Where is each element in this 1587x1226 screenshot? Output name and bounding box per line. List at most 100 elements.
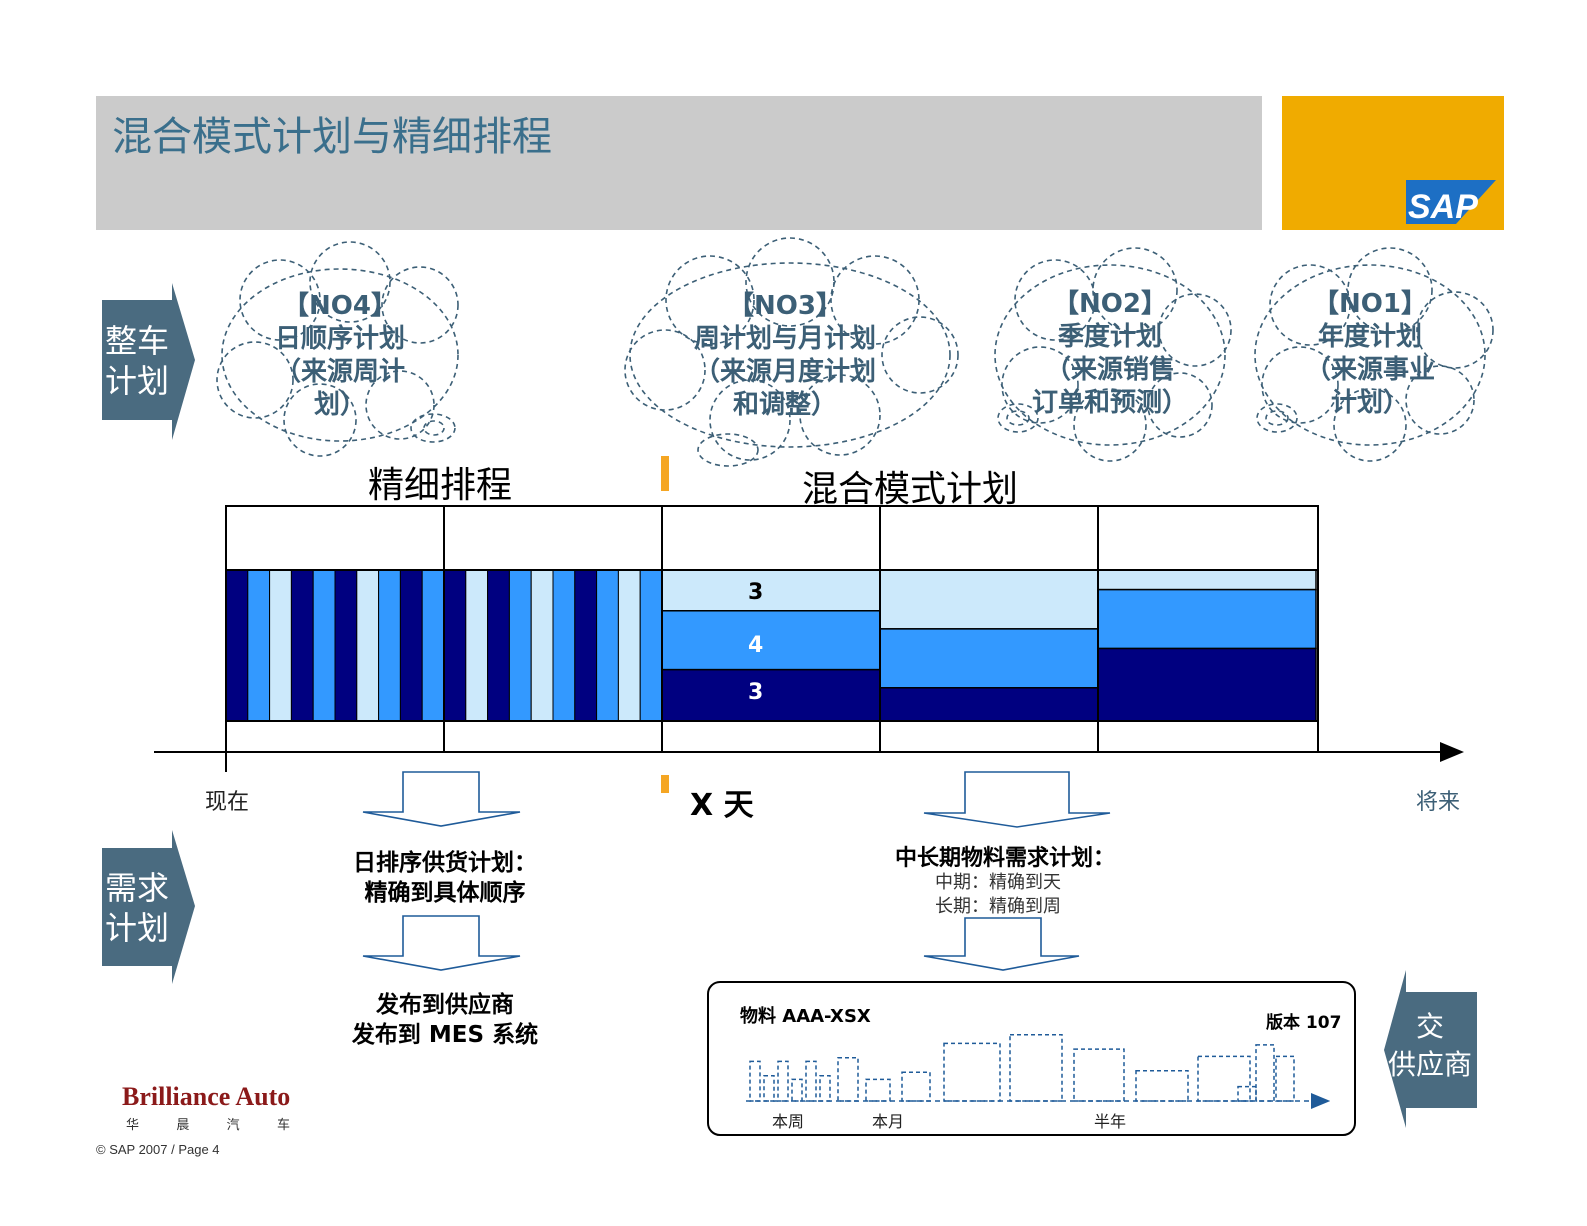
- bar-number-light: 3: [748, 580, 764, 605]
- cloud-no1-line1: 年度计划: [1317, 322, 1422, 352]
- axis-label-this-week: 本周: [772, 1112, 805, 1131]
- company-char-2: 晨: [176, 1118, 190, 1133]
- daily-sequence-line2: 精确到具体顺序: [364, 880, 526, 906]
- schedule-stripe: [334, 569, 358, 722]
- cloud-no2-line1: 季度计划: [1057, 322, 1162, 352]
- demand-bar: [777, 1060, 789, 1102]
- version-label: 版本 107: [1266, 1013, 1342, 1033]
- demand-bar: [1275, 1055, 1295, 1102]
- title-bar: [96, 96, 1262, 230]
- cloud-no4-number: 【NO4】: [283, 291, 397, 321]
- demand-bar: [943, 1042, 1001, 1102]
- schedule-stripe: [596, 569, 619, 722]
- schedule-stripe: [378, 569, 401, 722]
- demand-bar: [749, 1060, 761, 1102]
- cloud-no1-text: 【NO1】 年度计划 （来源事业 计划）: [1275, 288, 1465, 420]
- vehicle-plan-label: 整车 计划: [102, 321, 172, 401]
- panel-bars: [749, 1034, 1295, 1102]
- footer: © SAP 2007 / Page 4: [96, 1142, 220, 1157]
- x-day-marker-bottom: [661, 775, 669, 793]
- column-segment-light: [879, 569, 1099, 630]
- sap-logo-icon: SAP: [1406, 180, 1496, 226]
- demand-bar: [901, 1071, 931, 1102]
- schedule-stripe: [487, 569, 510, 722]
- cloud-no4-text: 【NO4】 日顺序计划 （来源周计 划）: [245, 290, 435, 422]
- material-label: 物料 AAA-XSX: [740, 1006, 871, 1027]
- schedule-stripe: [290, 569, 314, 722]
- schedule-stripe: [421, 569, 445, 722]
- cloud-no2-number: 【NO2】: [1053, 289, 1167, 319]
- down-arrow-left-2: [362, 915, 521, 971]
- x-days-label: X 天: [690, 788, 754, 823]
- mixed-plan-columns: [661, 569, 1317, 722]
- cloud-no1-number: 【NO1】: [1313, 289, 1427, 319]
- column-segment-mid: [879, 628, 1099, 689]
- supplier-line1: 交: [1415, 1010, 1444, 1043]
- demand-plan-label: 需求 计划: [102, 868, 172, 948]
- schedule-stripe: [465, 569, 489, 722]
- cloud-no3-text: 【NO3】 周计划与月计划 （来源月度计划 和调整）: [670, 290, 900, 422]
- schedule-stripe: [356, 569, 380, 722]
- publish-line1: 发布到供应商: [376, 992, 514, 1018]
- demand-bar: [1135, 1070, 1189, 1102]
- cloud-no3: [624, 237, 959, 467]
- company-char-4: 车: [276, 1118, 290, 1133]
- cloud-no2: [994, 247, 1232, 462]
- demand-bar: [1197, 1055, 1251, 1102]
- demand-bar: [763, 1075, 775, 1102]
- demand-bar: [865, 1078, 891, 1102]
- mixed-plan-label: 混合模式计划: [802, 469, 1019, 510]
- column-segment-dark: [661, 668, 881, 722]
- demand-bar: [837, 1057, 859, 1102]
- brilliance-auto-logo: Brilliance Auto: [122, 1082, 291, 1111]
- cloud-no3-number: 【NO3】: [728, 291, 842, 321]
- cloud-no1: [1254, 247, 1494, 462]
- vehicle-plan-line2: 计划: [104, 362, 169, 400]
- publish-text: 发布到供应商 发布到 MES 系统: [330, 990, 560, 1050]
- demand-bar: [1255, 1044, 1275, 1102]
- demand-bar: [1009, 1034, 1063, 1102]
- schedule-stripe: [225, 569, 249, 722]
- column-segment-dark: [879, 687, 1099, 722]
- svg-text:SAP: SAP: [1408, 188, 1478, 226]
- company-char-3: 汽: [226, 1118, 240, 1133]
- cloud-no2-line3: 订单和预测）: [1031, 388, 1188, 418]
- cloud-no4-line2: （来源周计: [274, 357, 405, 387]
- daily-sequence-line1: 日排序供货计划：: [353, 850, 537, 876]
- supplier-line2: 供应商: [1387, 1048, 1472, 1081]
- cloud-no3-line1: 周计划与月计划: [693, 324, 876, 354]
- mid-term-precision: 中期：精确到天: [935, 872, 1061, 893]
- axis-label-this-month: 本月: [872, 1112, 905, 1131]
- daily-sequence-plan-text: 日排序供货计划： 精确到具体顺序: [330, 848, 560, 908]
- schedule-stripe: [247, 569, 271, 722]
- column-segment-light: [661, 569, 881, 612]
- down-arrow-left-1: [362, 771, 521, 827]
- sap-logo-box: SAP: [1282, 96, 1504, 230]
- column-segment-light: [1097, 569, 1317, 591]
- publish-line2: 发布到 MES 系统: [351, 1022, 539, 1048]
- fine-schedule-label: 精细排程: [368, 465, 513, 506]
- demand-bar: [819, 1075, 831, 1102]
- schedule-stripe: [574, 569, 598, 722]
- bar-number-mid: 4: [748, 633, 764, 658]
- cloud-no2-line2: （来源销售: [1044, 355, 1175, 385]
- demand-bar: [1073, 1048, 1125, 1102]
- now-label: 现在: [205, 790, 250, 815]
- long-term-mrp-heading: 中长期物料需求计划：: [894, 846, 1115, 871]
- long-term-precision: 长期：精确到周: [935, 896, 1061, 917]
- vehicle-plan-arrow: [102, 283, 195, 440]
- down-arrow-right-2: [923, 917, 1080, 971]
- demand-plan-line2: 计划: [104, 909, 169, 947]
- schedule-stripe: [617, 569, 641, 722]
- demand-plan-line1: 需求: [104, 869, 169, 907]
- axis-label-half-year: 半年: [1094, 1112, 1127, 1131]
- schedule-stripe: [639, 569, 663, 722]
- material-panel: [707, 981, 1356, 1136]
- cloud-no4-line3: 划）: [313, 390, 366, 420]
- cloud-no4: [216, 241, 459, 457]
- schedule-stripe: [443, 569, 467, 722]
- schedule-stripe: [552, 569, 576, 722]
- schedule-stripe: [399, 569, 423, 722]
- page-title: 混合模式计划与精细排程: [112, 114, 552, 160]
